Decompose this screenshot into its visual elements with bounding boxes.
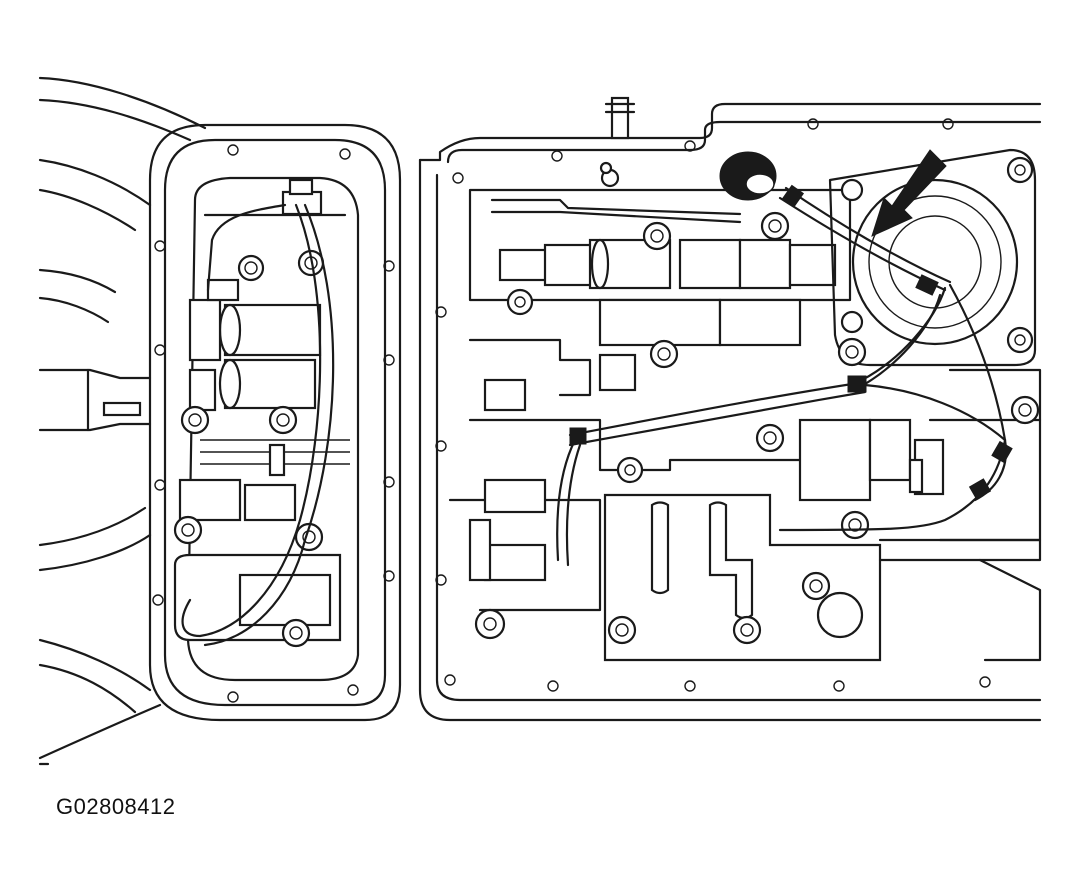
right-gasket: [418, 96, 1042, 722]
left-gasket: [148, 123, 402, 722]
right-valve-body: [448, 188, 1042, 662]
left-block-bolts: [173, 249, 325, 648]
figure-id-label: G02808412: [56, 794, 176, 819]
case-outline-left: [38, 76, 207, 760]
right-wiring-harness: [556, 184, 1013, 567]
right-body-bolts: [474, 161, 870, 645]
left-solenoid-block: [173, 176, 360, 682]
pointer-arrow: [871, 149, 947, 237]
right-gasket-holes: [435, 118, 991, 692]
oil-port: [719, 151, 777, 201]
gasket-bolt-holes: [152, 144, 395, 703]
